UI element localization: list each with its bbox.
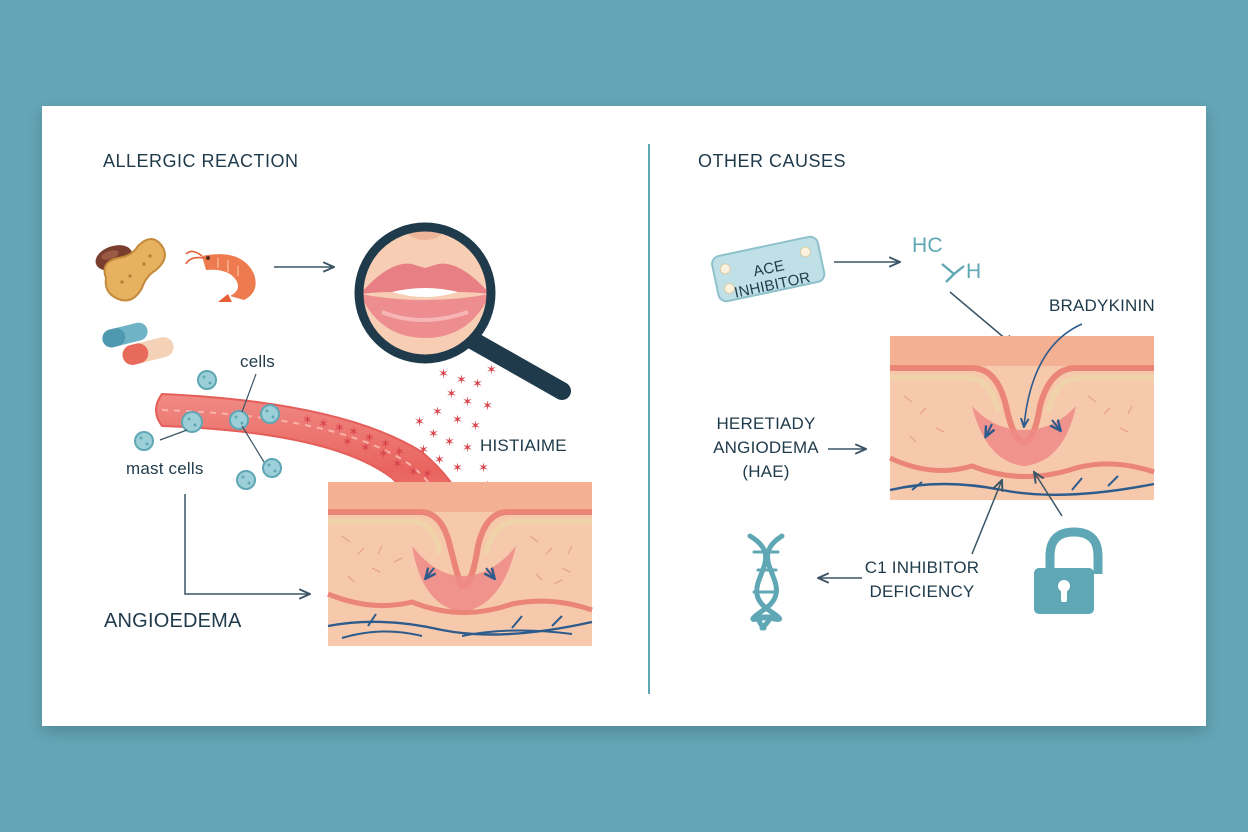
histamine-star: ✶ bbox=[452, 461, 463, 476]
skin-layer-icon bbox=[327, 482, 593, 646]
capsule-icon bbox=[102, 322, 174, 365]
histamine-star: ✶ bbox=[444, 435, 455, 450]
histamine-star: ✶ bbox=[392, 457, 403, 472]
histamine-star: ✶ bbox=[364, 431, 375, 446]
histamine-star: ✶ bbox=[462, 441, 473, 456]
histamine-star: ✶ bbox=[418, 443, 429, 458]
formula-h: H bbox=[966, 260, 982, 283]
label-bradykinin: BRADYKININ bbox=[1049, 296, 1155, 315]
histamine-star: ✶ bbox=[318, 417, 329, 432]
histamine-star: ✶ bbox=[428, 427, 439, 442]
histamine-star: ✶ bbox=[434, 453, 445, 468]
dna-icon bbox=[747, 533, 785, 631]
histamine-star: ✶ bbox=[446, 387, 457, 402]
histamine-star: ✶ bbox=[472, 377, 483, 392]
histamine-star: ✶ bbox=[482, 399, 493, 414]
magnifier-icon bbox=[354, 222, 571, 400]
label-hae: HERETIADY ANGIODEMA (HAE) bbox=[710, 412, 822, 484]
label-mast-cells: mast cells bbox=[126, 459, 204, 478]
shrimp-icon bbox=[185, 250, 256, 302]
histamine-star: ✶ bbox=[348, 425, 359, 440]
hae-line1: HERETIADY bbox=[716, 414, 816, 433]
histamine-star: ✶ bbox=[378, 447, 389, 462]
histamine-star: ✶ bbox=[408, 465, 419, 480]
molecule-icon bbox=[941, 263, 965, 283]
histamine-star: ✶ bbox=[438, 367, 449, 382]
c1-line2: DEFICIENCY bbox=[869, 582, 975, 601]
c1-line1: C1 INHIBITOR bbox=[864, 558, 980, 577]
histamine-star: ✶ bbox=[394, 445, 405, 460]
label-cells: cells bbox=[240, 352, 276, 371]
label-histamine: HISTIAIME bbox=[480, 436, 567, 455]
histamine-star: ✶ bbox=[422, 467, 433, 482]
hae-line2: ANGIODEMA bbox=[713, 438, 819, 457]
histamine-star: ✶ bbox=[380, 437, 391, 452]
histamine-star: ✶ bbox=[456, 373, 467, 388]
label-c1-deficiency: C1 INHIBITOR DEFICIENCY bbox=[860, 556, 984, 604]
histamine-star: ✶ bbox=[432, 405, 443, 420]
histamine-star: ✶ bbox=[334, 421, 345, 436]
heading-allergic-reaction: ALLERGIC REACTION bbox=[103, 151, 299, 171]
diagram-card: ✶✶✶✶✶✶✶✶✶✶✶✶✶✶✶✶✶✶✶✶✶✶✶✶✶✶✶✶✶✶✶✶✶✶✶✶✶✶✶✶ bbox=[42, 106, 1206, 726]
pill-pack-icon bbox=[711, 235, 826, 303]
histamine-star: ✶ bbox=[302, 413, 313, 428]
histamine-star: ✶ bbox=[414, 415, 425, 430]
formula-hc: HC bbox=[912, 234, 943, 257]
heading-other-causes: OTHER CAUSES bbox=[698, 151, 847, 171]
histamine-star: ✶ bbox=[486, 363, 497, 378]
label-angioedema: ANGIOEDEMA bbox=[104, 610, 242, 632]
histamine-star: ✶ bbox=[462, 395, 473, 410]
diagram-artwork: ✶✶✶✶✶✶✶✶✶✶✶✶✶✶✶✶✶✶✶✶✶✶✶✶✶✶✶✶✶✶✶✶✶✶✶✶✶✶✶✶ bbox=[95, 144, 1155, 694]
histamine-star: ✶ bbox=[360, 441, 371, 456]
padlock-icon bbox=[1034, 527, 1103, 614]
histamine-star: ✶ bbox=[470, 419, 481, 434]
histamine-star: ✶ bbox=[478, 461, 489, 476]
skin-layer-icon bbox=[888, 336, 1155, 500]
mast-cell-cluster bbox=[134, 370, 282, 490]
histamine-star: ✶ bbox=[342, 435, 353, 450]
hae-line3: (HAE) bbox=[742, 462, 790, 481]
peanut-icon bbox=[103, 238, 166, 302]
histamine-star: ✶ bbox=[452, 413, 463, 428]
